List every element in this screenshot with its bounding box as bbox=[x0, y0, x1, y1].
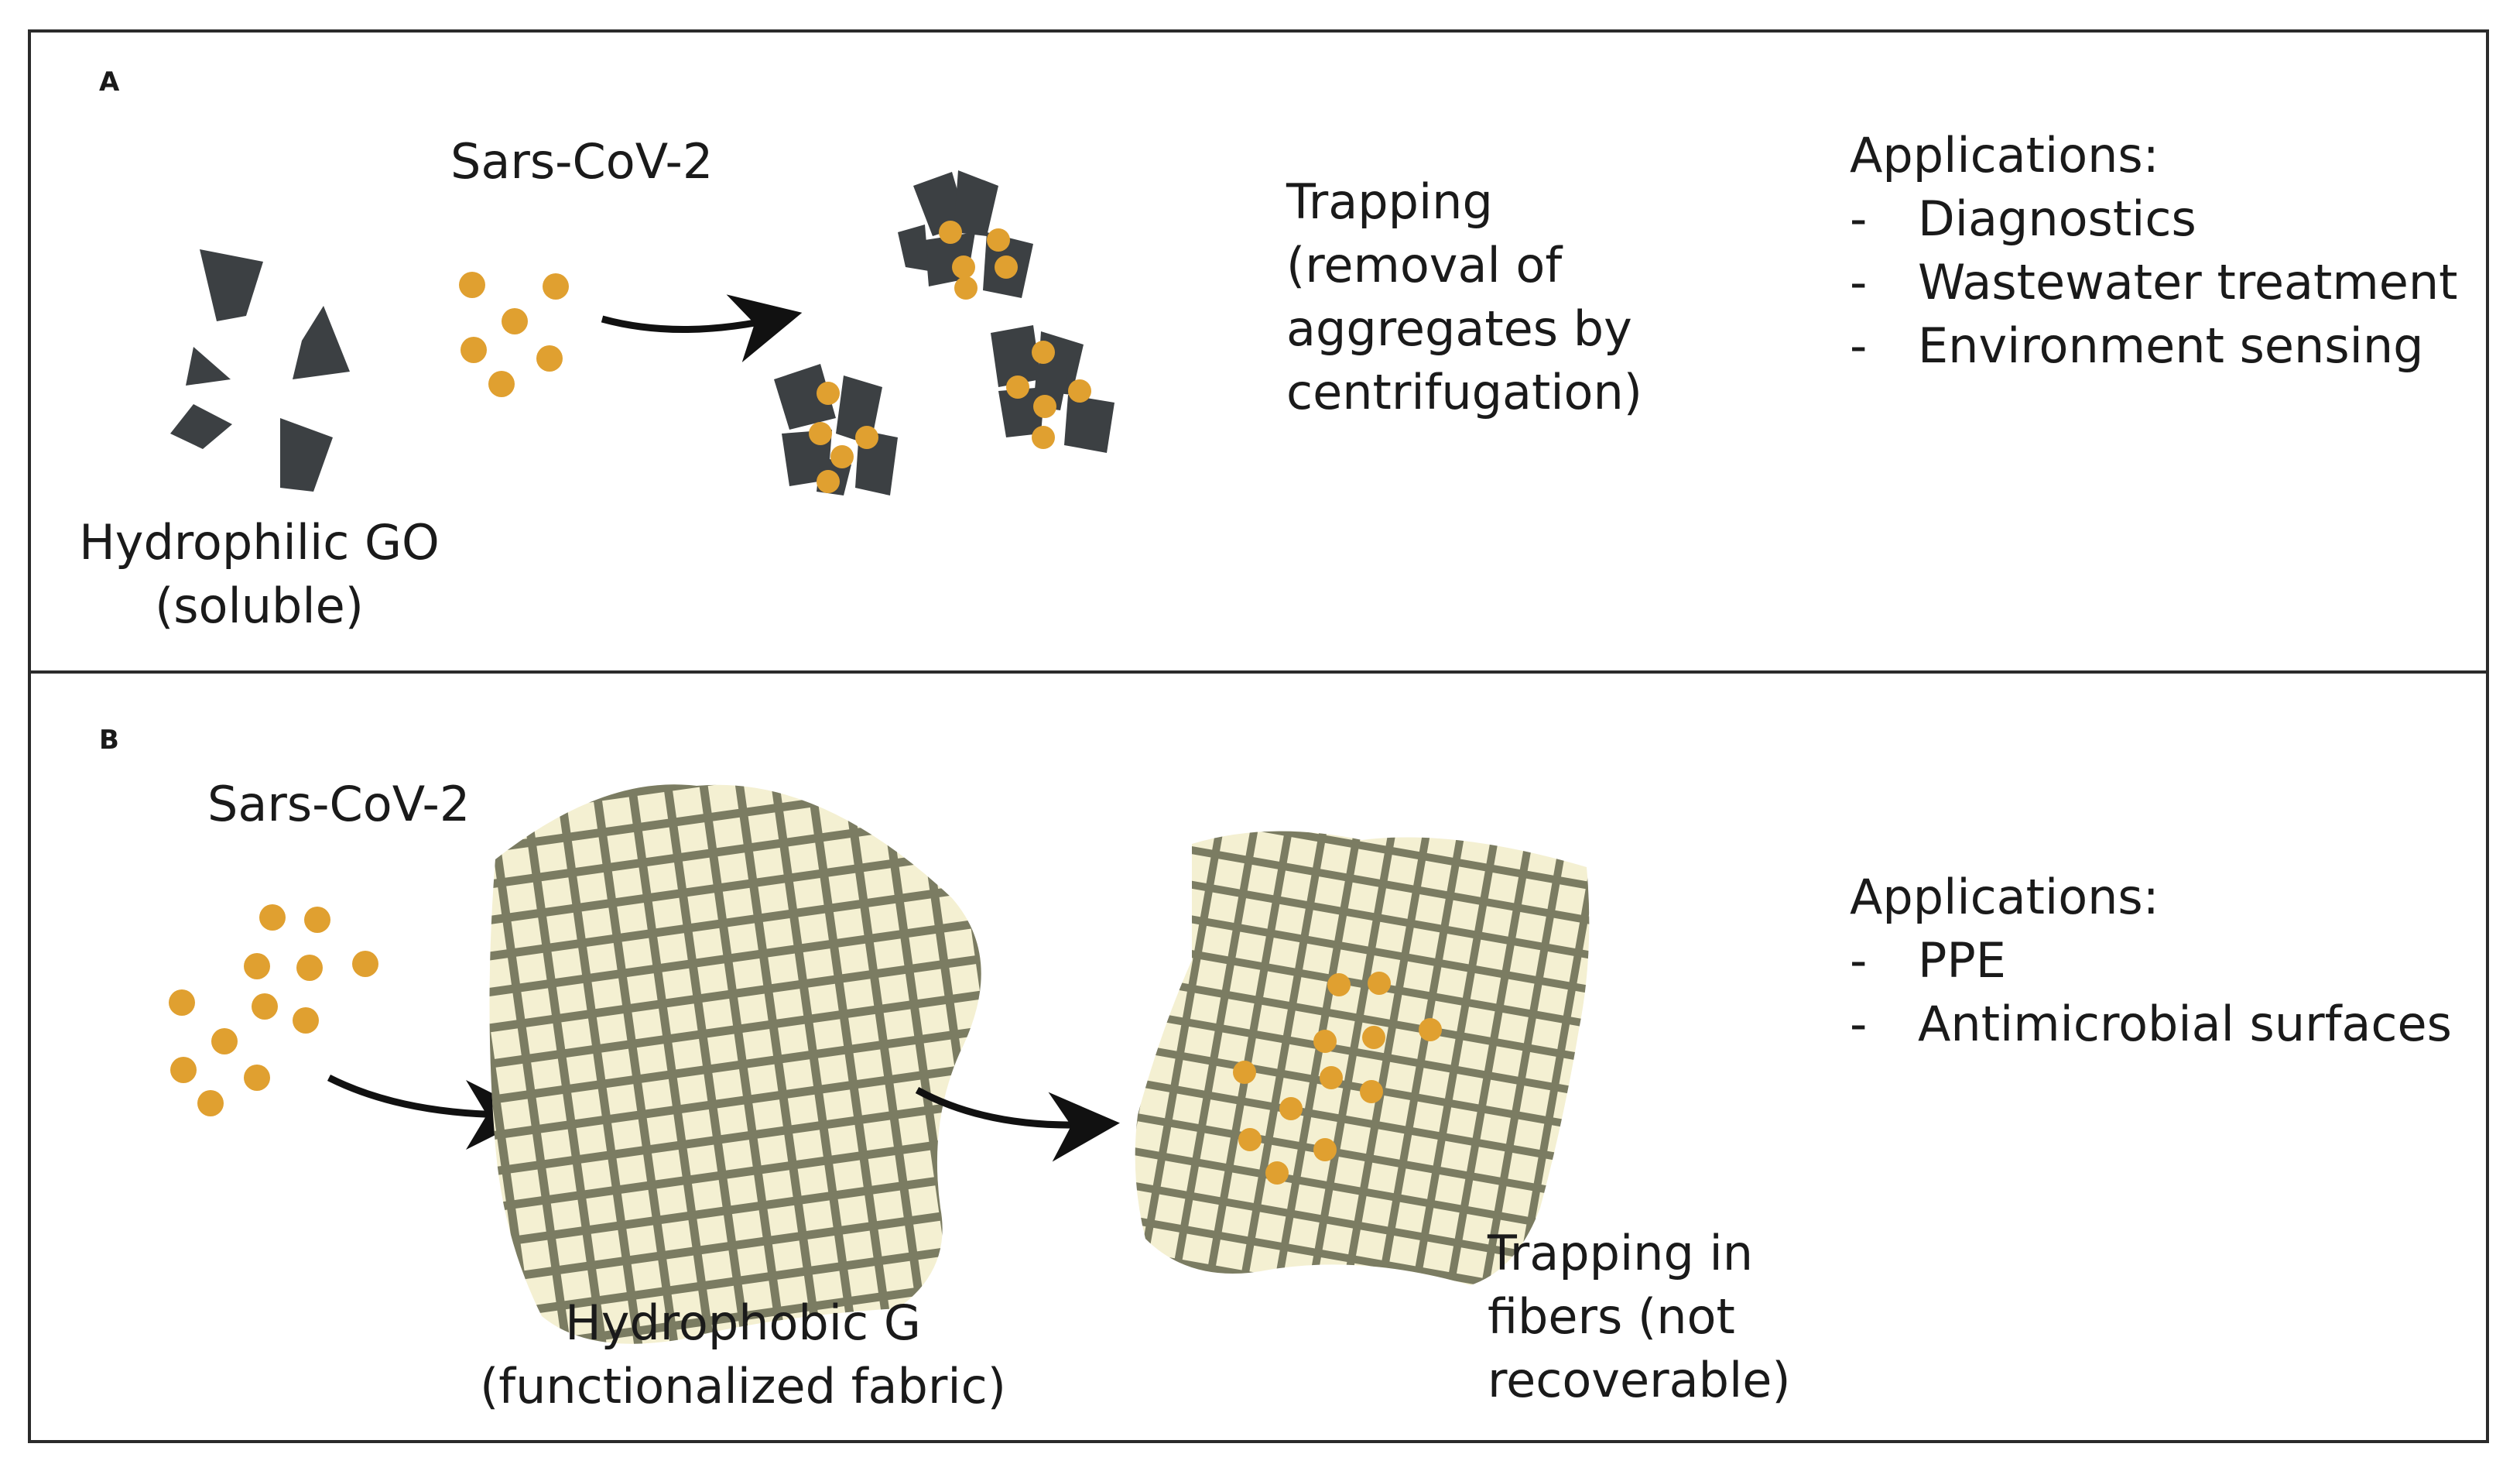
applications-list: Applications: -Diagnostics -Wastewater t… bbox=[1850, 124, 2457, 378]
applications-title: Applications: bbox=[1850, 127, 2159, 183]
applications-list: Applications: -PPE -Antimicrobial surfac… bbox=[1850, 866, 2452, 1056]
virus-particle-icon bbox=[459, 272, 569, 397]
panel-letter: A bbox=[99, 67, 120, 98]
virus-particle-icon bbox=[1233, 972, 1442, 1185]
fabric-label-line: (functionalized fabric) bbox=[480, 1358, 1006, 1414]
fabric-label: Hydrophobic G (functionalized fabric) bbox=[464, 1291, 1022, 1418]
fabric-mesh-icon bbox=[489, 784, 981, 1344]
fabric-mesh-icon bbox=[1135, 831, 1590, 1285]
trapping-text: Trapping in fibers (not recoverable) bbox=[1488, 1222, 1791, 1412]
fabric-label-line: Hydrophobic G bbox=[565, 1294, 921, 1351]
application-item: Environment sensing bbox=[1918, 317, 2424, 374]
panel-a bbox=[28, 29, 2489, 677]
trapping-line: recoverable) bbox=[1488, 1352, 1791, 1408]
arrow-icon bbox=[915, 1087, 1120, 1162]
arrow-icon bbox=[601, 294, 803, 363]
go-label-line: (soluble) bbox=[155, 578, 364, 634]
trapping-line: aggregates by bbox=[1286, 300, 1632, 357]
applications-title: Applications: bbox=[1850, 869, 2159, 925]
application-item: Wastewater treatment bbox=[1918, 254, 2458, 310]
trapping-line: (removal of bbox=[1286, 237, 1563, 293]
virus-label: Sars-CoV-2 bbox=[207, 776, 471, 832]
go-label: Hydrophilic GO (soluble) bbox=[46, 511, 472, 638]
aggregate-icon bbox=[898, 170, 1033, 300]
trapping-line: Trapping in bbox=[1488, 1225, 1754, 1281]
go-flake-icon bbox=[170, 249, 350, 492]
trapping-text: Trapping (removal of aggregates by centr… bbox=[1286, 170, 1642, 424]
arrow-icon bbox=[327, 1074, 536, 1150]
aggregate-icon bbox=[991, 325, 1114, 453]
trapping-line: centrifugation) bbox=[1286, 364, 1642, 420]
virus-particle-icon bbox=[169, 904, 378, 1116]
virus-label: Sars-CoV-2 bbox=[450, 133, 714, 190]
trapping-line: fibers (not bbox=[1488, 1288, 1735, 1345]
application-item: Antimicrobial surfaces bbox=[1918, 996, 2452, 1052]
application-item: PPE bbox=[1918, 932, 2006, 989]
panel-letter: B bbox=[99, 725, 119, 756]
trapping-line: Trapping bbox=[1286, 173, 1493, 230]
application-item: Diagnostics bbox=[1918, 190, 2196, 247]
go-label-line: Hydrophilic GO bbox=[79, 514, 440, 571]
aggregate-icon bbox=[774, 364, 898, 495]
